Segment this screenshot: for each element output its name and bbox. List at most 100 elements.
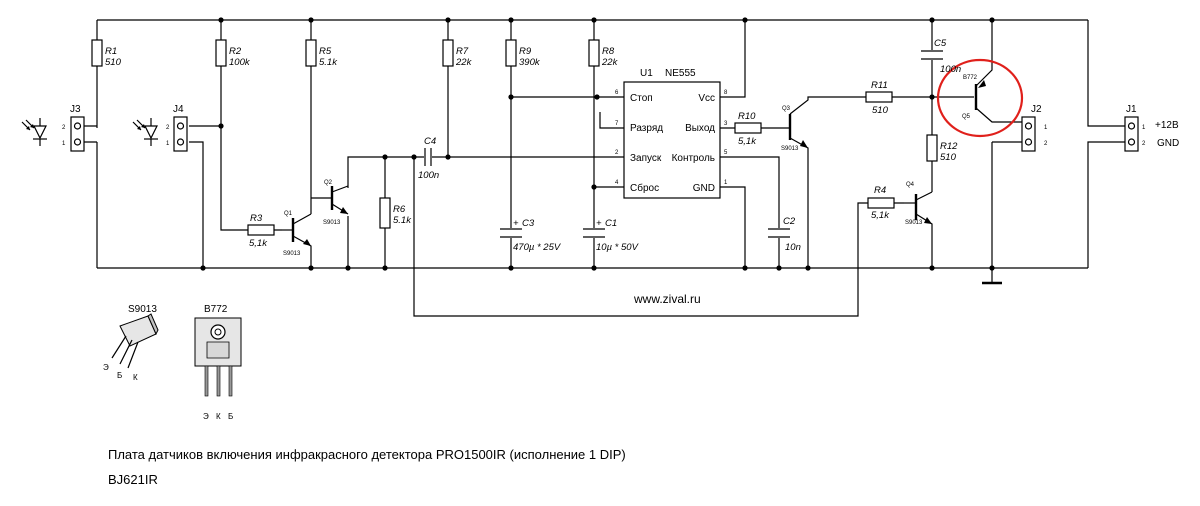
junction — [805, 265, 811, 271]
resistor-r10 — [734, 122, 762, 134]
package-to126-name: B772 — [204, 304, 228, 315]
resistors — [91, 39, 938, 236]
r8-ref: R8 — [602, 46, 615, 57]
r10-value: 5,1k — [738, 136, 757, 147]
u1-pin-num: 2 — [615, 150, 619, 156]
junction — [776, 265, 782, 271]
junction — [200, 265, 206, 271]
junction — [591, 17, 597, 23]
caption-title: Плата датчиков включения инфракрасного д… — [108, 447, 626, 462]
junction — [508, 17, 514, 23]
package-to92: S9013 Э Б К — [103, 304, 159, 382]
junction — [308, 17, 314, 23]
u1-pin-name: Выход — [685, 123, 715, 134]
r7-value: 22k — [455, 57, 473, 68]
u1-pin-name: Стоп — [630, 93, 653, 104]
resistor-r11 — [865, 91, 893, 103]
caption-model: BJ621IR — [108, 472, 158, 487]
junction — [508, 94, 514, 100]
package-to126-pin: К — [216, 412, 221, 421]
package-to126-pin: Б — [228, 412, 233, 421]
q3-ref: Q3 — [782, 106, 791, 112]
c1-polarity: + — [596, 218, 602, 229]
r6-value: 5.1k — [393, 215, 412, 226]
junction — [382, 154, 388, 160]
resistor-r4 — [867, 197, 895, 209]
c2-value: 10n — [785, 242, 801, 253]
c3-value: 470µ * 25V — [513, 242, 562, 253]
j3-pin: 1 — [62, 141, 66, 147]
q4-ref: Q4 — [906, 182, 915, 188]
ir-diode-j4 — [132, 118, 158, 146]
junction — [445, 154, 451, 160]
u1-pin-name: Vcc — [698, 93, 715, 104]
c1-ref: C1 — [605, 218, 617, 229]
q2-type: S9013 — [323, 220, 341, 226]
junction — [218, 17, 224, 23]
resistor-r12 — [926, 134, 938, 162]
r7-ref: R7 — [456, 46, 469, 57]
connector-j2 — [1021, 116, 1036, 152]
package-to92-pin: К — [133, 373, 138, 382]
u1-pin-num: 3 — [724, 121, 728, 127]
j3-ref: J3 — [70, 104, 81, 115]
q3-type: S9013 — [781, 146, 799, 152]
package-to92-pin: Э — [103, 363, 109, 372]
connector-j3 — [70, 116, 85, 152]
c3-polarity: + — [513, 218, 519, 229]
resistor-r2 — [215, 39, 227, 67]
u1-pin-num: 7 — [615, 121, 619, 127]
j4-pin: 1 — [166, 141, 170, 147]
capacitor-c1 — [583, 228, 605, 238]
junction — [594, 94, 600, 100]
junction — [742, 17, 748, 23]
u1-pin-num: 4 — [615, 180, 619, 186]
r11-value: 510 — [872, 105, 889, 116]
u1-pin-num: 6 — [615, 90, 619, 96]
j1-ref: J1 — [1126, 104, 1137, 115]
r1-ref: R1 — [105, 46, 117, 57]
junction — [929, 265, 935, 271]
u1-ref: U1 — [640, 68, 653, 79]
package-to126-pin: Э — [203, 412, 209, 421]
q5-ref: Q5 — [962, 114, 971, 120]
q5-type: B772 — [963, 75, 978, 81]
r2-value: 100k — [229, 57, 251, 68]
c5-value: 100n — [940, 64, 961, 75]
connector-j4 — [173, 116, 188, 152]
u1-pin-name: Контроль — [672, 153, 715, 164]
package-to92-name: S9013 — [128, 304, 157, 315]
transistors — [282, 80, 986, 246]
u1-pin-name: Запуск — [630, 153, 662, 164]
r9-value: 390k — [519, 57, 541, 68]
capacitor-c4 — [424, 148, 432, 166]
junction — [411, 154, 417, 160]
package-to92-pin: Б — [117, 371, 122, 380]
r5-ref: R5 — [319, 46, 332, 57]
resistor-r9 — [505, 39, 517, 67]
ir-diode-j3 — [21, 118, 47, 146]
junction — [989, 17, 995, 23]
r12-ref: R12 — [940, 141, 958, 152]
junction — [308, 265, 314, 271]
package-to126: B772 Э К Б — [194, 304, 242, 421]
r3-value: 5,1k — [249, 238, 268, 249]
connectors — [70, 116, 1139, 152]
r4-ref: R4 — [874, 185, 886, 196]
junction — [742, 265, 748, 271]
c5-ref: C5 — [934, 38, 947, 49]
labels: J3 2 1 J4 2 1 J2 1 2 J1 1 2 +12В GND R1 … — [62, 38, 1179, 306]
u1-pin-num: 5 — [724, 150, 728, 156]
u1-type: NE555 — [665, 68, 696, 79]
j1-net-label: +12В — [1155, 120, 1179, 131]
c4-value: 100n — [418, 170, 439, 181]
j1-net-label: GND — [1157, 138, 1179, 149]
resistor-r5 — [305, 39, 317, 67]
c4-ref: C4 — [424, 136, 436, 147]
resistor-r3 — [247, 224, 275, 236]
u1-pin-num: 8 — [724, 90, 728, 96]
u1-pin-name: Разряд — [630, 123, 663, 134]
junction — [382, 265, 388, 271]
capacitor-c5 — [921, 50, 943, 60]
capacitor-c3 — [500, 228, 522, 238]
